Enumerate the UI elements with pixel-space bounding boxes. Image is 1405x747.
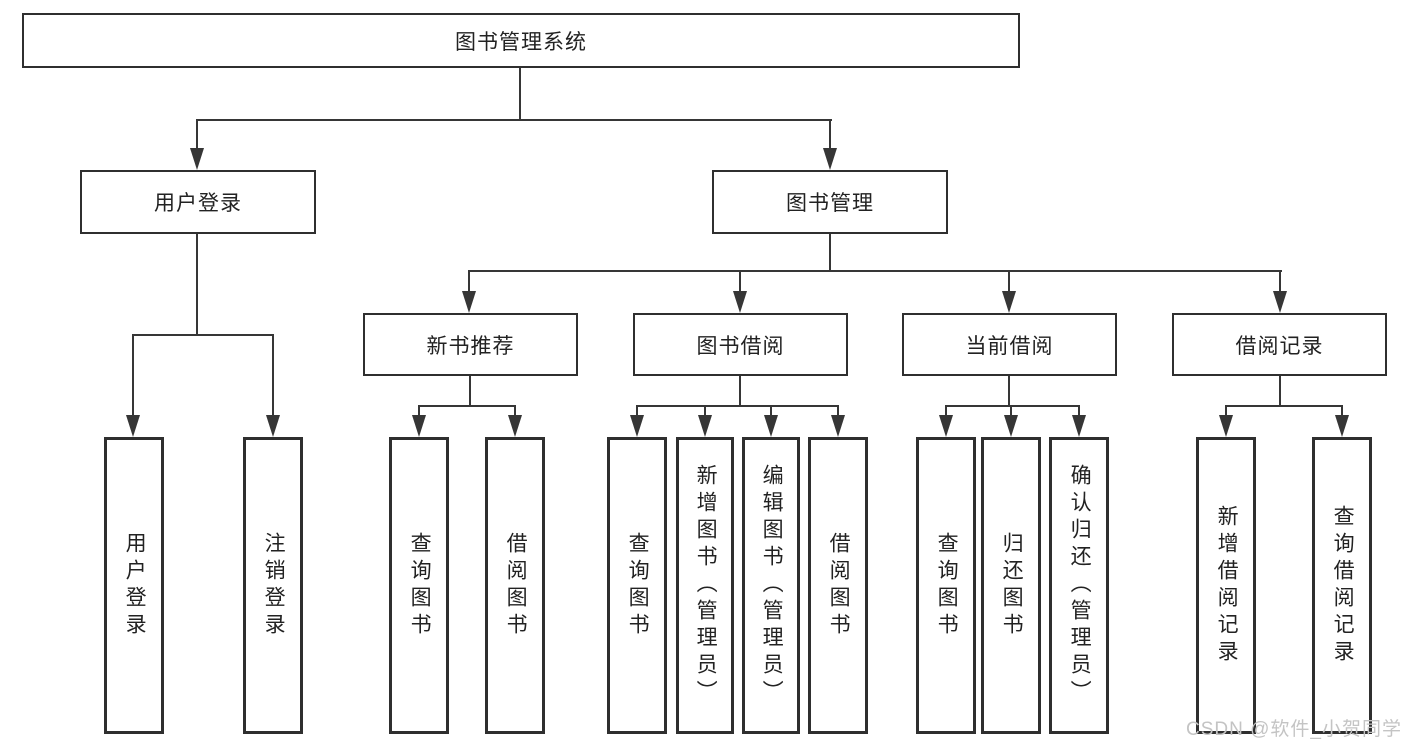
leaf-nbr-query-books-label: 查询图书 — [408, 531, 432, 640]
connector-hline — [196, 119, 832, 121]
connector-vline — [132, 334, 134, 415]
connector-vline — [1078, 405, 1080, 415]
arrowhead-down — [266, 415, 280, 437]
connector-hline — [636, 405, 839, 407]
csdn-watermark: CSDN @软件_小贺同学 — [1186, 719, 1402, 740]
connector-vline — [1225, 405, 1227, 415]
node-current-borrowing: 当前借阅 — [902, 313, 1117, 376]
arrowhead-down — [508, 415, 522, 437]
leaf-bb-query-books: 查询图书 — [607, 437, 667, 734]
arrowhead-down — [190, 148, 204, 170]
connector-vline — [519, 68, 521, 120]
node-current-borrowing-label: 当前借阅 — [965, 334, 1054, 358]
arrowhead-down — [1002, 291, 1016, 313]
connector-hline — [132, 334, 274, 336]
connector-vline — [636, 405, 638, 415]
connector-vline — [829, 234, 831, 271]
node-user-login-branch: 用户登录 — [80, 170, 316, 234]
connector-hline — [468, 270, 1282, 272]
leaf-br-query-record: 查询借阅记录 — [1312, 437, 1372, 734]
leaf-bb-add-books-admin-label: 新增图书（管理员） — [694, 464, 718, 707]
node-new-book-recommend-label: 新书推荐 — [426, 334, 515, 358]
connector-hline — [1225, 405, 1343, 407]
node-borrowing-records: 借阅记录 — [1172, 313, 1387, 376]
leaf-bb-add-books-admin: 新增图书（管理员） — [676, 437, 734, 734]
leaf-cb-query-books: 查询图书 — [916, 437, 976, 734]
connector-vline — [272, 334, 274, 415]
connector-vline — [1010, 405, 1012, 415]
leaf-bb-edit-books-admin: 编辑图书（管理员） — [742, 437, 800, 734]
node-book-management-branch: 图书管理 — [712, 170, 948, 234]
leaf-user-login: 用户登录 — [104, 437, 164, 734]
leaf-bb-borrow-books: 借阅图书 — [808, 437, 868, 734]
node-book-borrowing: 图书借阅 — [633, 313, 848, 376]
connector-vline — [837, 405, 839, 415]
leaf-br-query-record-label: 查询借阅记录 — [1331, 504, 1355, 667]
arrowhead-down — [1335, 415, 1349, 437]
connector-vline — [1341, 405, 1343, 415]
leaf-user-login-label: 用户登录 — [123, 531, 147, 640]
arrowhead-down — [1219, 415, 1233, 437]
connector-hline — [418, 405, 516, 407]
arrowhead-down — [698, 415, 712, 437]
arrowhead-down — [412, 415, 426, 437]
leaf-cb-confirm-return-admin: 确认归还（管理员） — [1049, 437, 1109, 734]
arrowhead-down — [939, 415, 953, 437]
leaf-cb-confirm-return-admin-label: 确认归还（管理员） — [1068, 464, 1092, 707]
arrowhead-down — [630, 415, 644, 437]
connector-vline — [418, 405, 420, 415]
connector-vline — [704, 405, 706, 415]
arrowhead-down — [462, 291, 476, 313]
leaf-br-add-record: 新增借阅记录 — [1196, 437, 1256, 734]
connector-vline — [829, 119, 831, 150]
connector-vline — [468, 270, 470, 291]
arrowhead-down — [1273, 291, 1287, 313]
leaf-bb-query-books-label: 查询图书 — [626, 531, 650, 640]
arrowhead-down — [733, 291, 747, 313]
connector-vline — [739, 376, 741, 406]
connector-vline — [739, 270, 741, 291]
leaf-logout-label: 注销登录 — [262, 531, 286, 640]
arrowhead-down — [126, 415, 140, 437]
arrowhead-down — [823, 148, 837, 170]
connector-vline — [1279, 270, 1281, 291]
arrowhead-down — [1004, 415, 1018, 437]
leaf-cb-return-books: 归还图书 — [981, 437, 1041, 734]
connector-vline — [945, 405, 947, 415]
leaf-br-add-record-label: 新增借阅记录 — [1215, 504, 1239, 667]
node-new-book-recommend: 新书推荐 — [363, 313, 578, 376]
node-book-management-branch-label: 图书管理 — [786, 192, 874, 215]
connector-vline — [196, 234, 198, 335]
leaf-bb-edit-books-admin-label: 编辑图书（管理员） — [760, 464, 784, 707]
arrowhead-down — [764, 415, 778, 437]
node-user-login-branch-label: 用户登录 — [154, 192, 242, 215]
node-book-borrowing-label: 图书借阅 — [696, 334, 785, 358]
leaf-logout: 注销登录 — [243, 437, 303, 734]
leaf-cb-return-books-label: 归还图书 — [1000, 531, 1024, 640]
leaf-cb-query-books-label: 查询图书 — [935, 531, 959, 640]
connector-hline — [945, 405, 1080, 407]
leaf-nbr-query-books: 查询图书 — [389, 437, 449, 734]
node-root: 图书管理系统 — [22, 13, 1020, 68]
node-root-label: 图书管理系统 — [455, 30, 587, 54]
connector-vline — [469, 376, 471, 406]
connector-vline — [1008, 376, 1010, 406]
node-borrowing-records-label: 借阅记录 — [1235, 334, 1324, 358]
leaf-bb-borrow-books-label: 借阅图书 — [827, 531, 851, 640]
leaf-nbr-borrow-books: 借阅图书 — [485, 437, 545, 734]
connector-vline — [1008, 270, 1010, 291]
connector-vline — [514, 405, 516, 415]
arrowhead-down — [831, 415, 845, 437]
connector-vline — [1279, 376, 1281, 406]
arrowhead-down — [1072, 415, 1086, 437]
connector-vline — [196, 119, 198, 150]
connector-vline — [770, 405, 772, 415]
leaf-nbr-borrow-books-label: 借阅图书 — [504, 531, 528, 640]
